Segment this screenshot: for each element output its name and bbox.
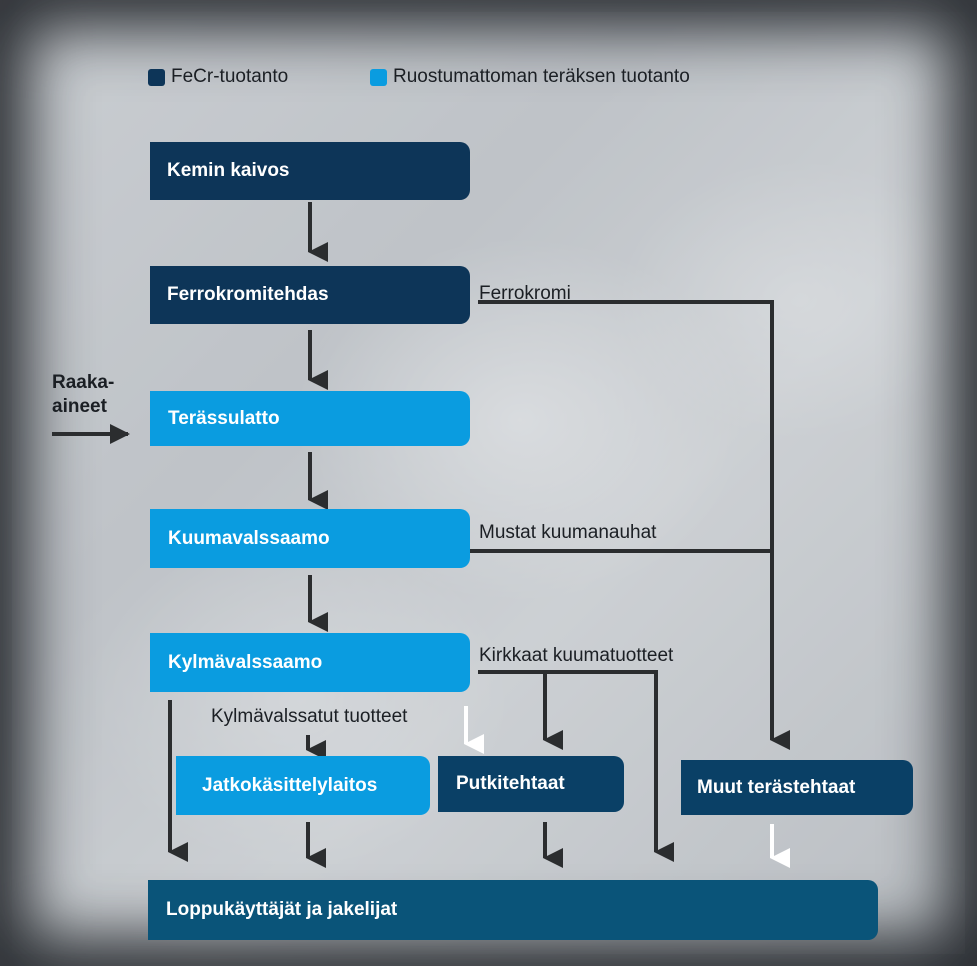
label-kylmavalssatut-tuotteet: Kylmävalssatut tuotteet <box>211 706 408 727</box>
box-loppukayttajat-label: Loppukäyttäjät ja jakelijat <box>166 899 398 920</box>
box-muut-terastehtaat: Muut terästehtaat <box>681 760 913 815</box>
box-kuumavalssaamo-label: Kuumavalssaamo <box>168 527 330 549</box>
box-jatkokasittelylaitos: Jatkokäsittelylaitos <box>176 756 430 815</box>
box-kuumavalssaamo: Kuumavalssaamo <box>150 509 470 568</box>
box-loppukayttajat: Loppukäyttäjät ja jakelijat <box>148 880 878 940</box>
box-kemin-kaivos: Kemin kaivos <box>150 142 470 200</box>
label-raaka-aineet-line1: Raaka- <box>52 372 115 393</box>
line-bright-hot-products <box>478 670 674 862</box>
box-ferrokromitehdas-label: Ferrokromitehdas <box>167 284 329 305</box>
legend-swatch-light <box>370 68 387 86</box>
legend-item-stainless: Ruostumattoman teräksen tuotanto <box>370 66 690 88</box>
legend-label-fecr: FeCr-tuotanto <box>171 66 289 87</box>
label-raaka-aineet: Raaka- aineet <box>52 371 114 419</box>
box-jatkokasittelylaitos-label: Jatkokäsittelylaitos <box>202 774 378 796</box>
box-ferrokromitehdas: Ferrokromitehdas <box>150 266 470 324</box>
label-raaka-aineet-line2: aineet <box>52 396 107 417</box>
box-kylmavalssaamo: Kylmävalssaamo <box>150 633 470 692</box>
label-kirkkaat-kuumatuotteet: Kirkkaat kuumatuotteet <box>479 645 674 666</box>
box-kemin-kaivos-label: Kemin kaivos <box>167 160 290 181</box>
box-putkitehtaat-label: Putkitehtaat <box>456 773 565 794</box>
line-ferrochrome-route <box>478 300 790 750</box>
legend-swatch-dark <box>148 68 165 86</box>
legend-label-stainless: Ruostumattoman teräksen tuotanto <box>393 66 690 87</box>
legend-item-fecr: FeCr-tuotanto <box>148 66 288 88</box>
box-kylmavalssaamo-label: Kylmävalssaamo <box>168 651 323 673</box>
label-mustat-kuumanauhat: Mustat kuumanauhat <box>479 522 657 543</box>
label-ferrokromi: Ferrokromi <box>479 283 571 304</box>
box-terassulatto-label: Terässulatto <box>168 407 280 429</box>
box-muut-terastehtaat-label: Muut terästehtaat <box>697 776 856 798</box>
box-terassulatto: Terässulatto <box>150 391 470 446</box>
box-putkitehtaat: Putkitehtaat <box>438 756 624 812</box>
